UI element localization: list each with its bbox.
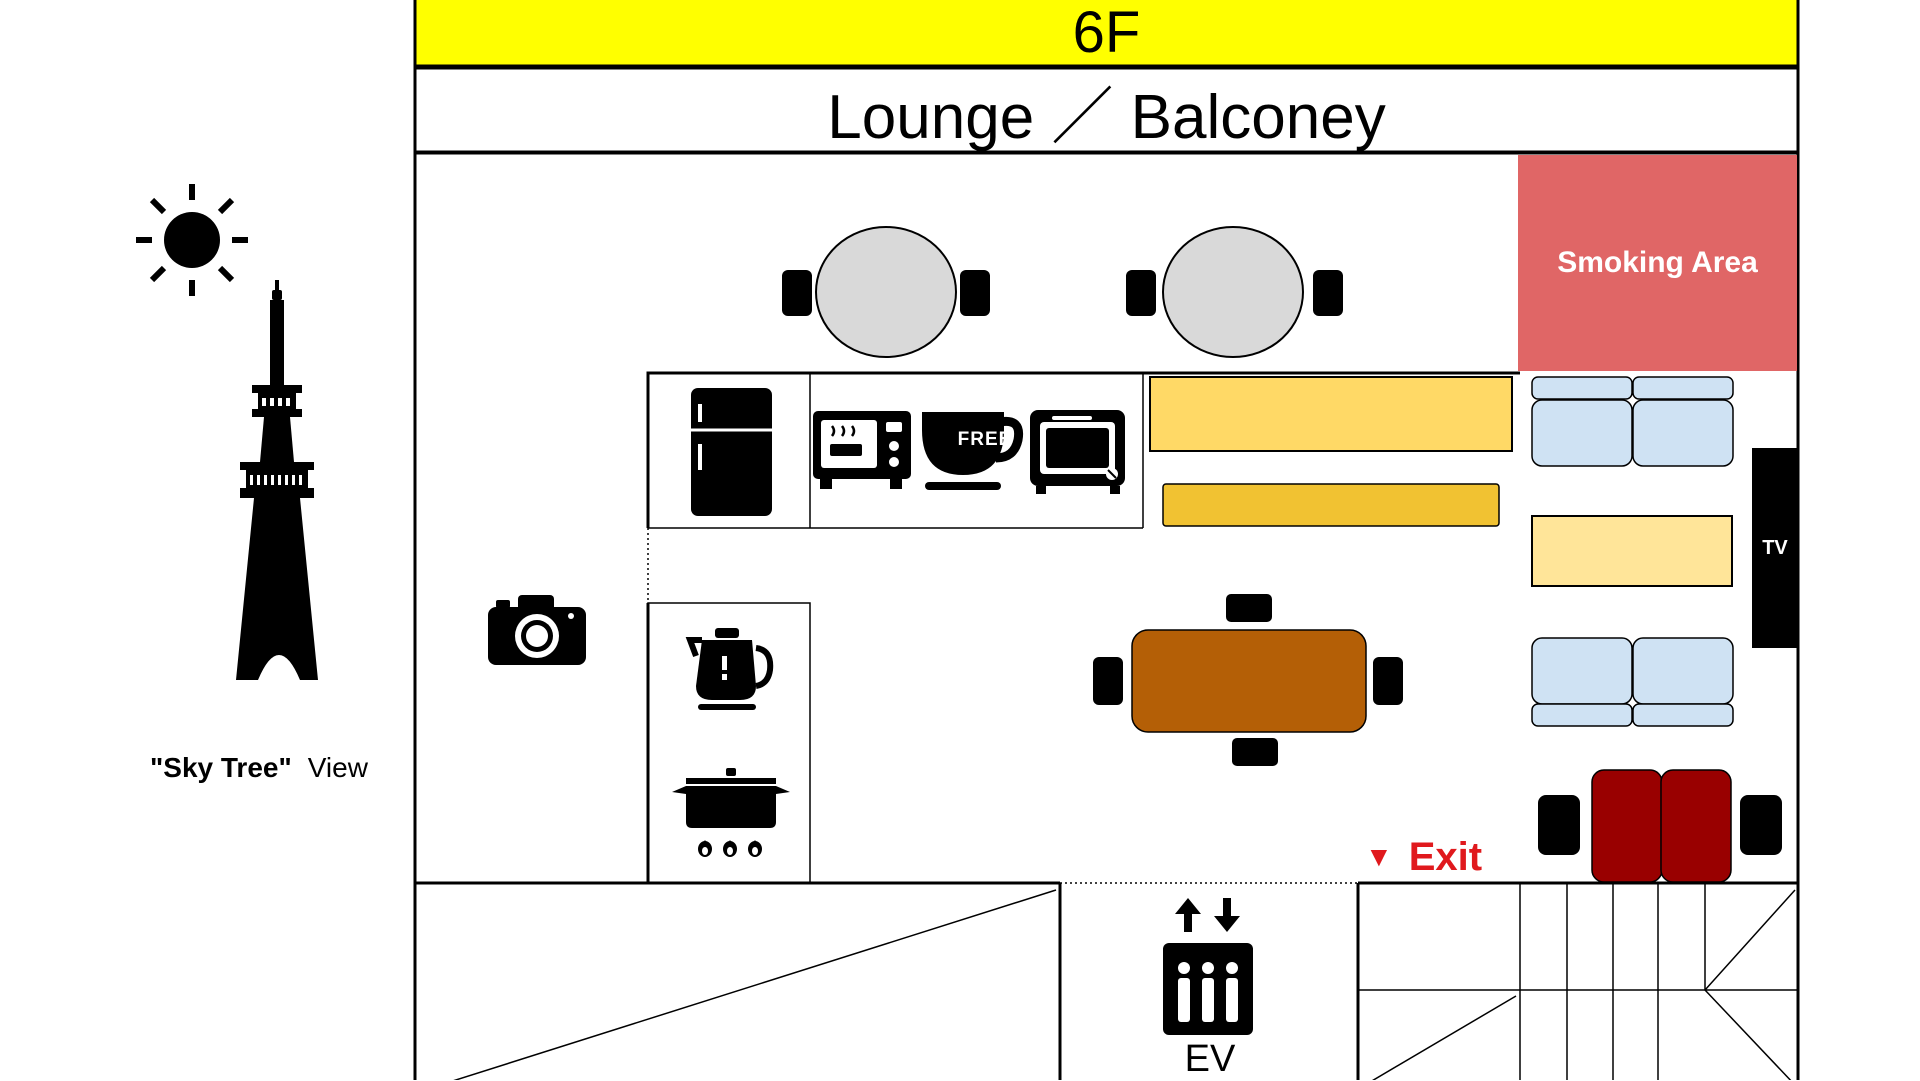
floor-banner (413, 0, 1800, 68)
chair (1373, 657, 1403, 705)
chair (1226, 594, 1272, 622)
exit-label: ▼ Exit (1365, 832, 1482, 882)
chair (960, 270, 990, 316)
sofa-bottom (1531, 637, 1734, 727)
landmark-name: "Sky Tree" (150, 752, 292, 783)
chair (1740, 795, 1782, 855)
dining-table (1093, 594, 1403, 766)
smoking-area-label: Smoking Area (1557, 246, 1758, 279)
smoking-area-zone (1518, 155, 1797, 371)
bench-top (1149, 376, 1513, 452)
chair (1093, 657, 1123, 705)
camera-icon (488, 595, 586, 665)
stair-landing-diagonal (1372, 995, 1517, 1080)
kettle-icon (685, 628, 774, 710)
round-table-2 (1126, 226, 1343, 358)
refrigerator-icon (691, 388, 772, 516)
exit-text: Exit (1408, 834, 1483, 879)
tv-label: TV (1762, 536, 1788, 559)
bench-bottom (1162, 483, 1500, 527)
sofa-top (1531, 376, 1734, 467)
chair (1126, 270, 1156, 316)
toaster-oven-icon (1030, 410, 1125, 494)
round-table-1 (782, 226, 990, 358)
floor-label: 6F (1072, 0, 1141, 65)
microwave-icon (813, 411, 911, 489)
coffee-cup-icon (922, 412, 1024, 490)
elevator-label: EV (1184, 1037, 1236, 1080)
storage-diagonal (453, 889, 1057, 1080)
chair (1313, 270, 1343, 316)
view-caption: "Sky Tree" View (150, 748, 368, 788)
sky-tree-icon (236, 280, 318, 680)
tv-screen (1752, 448, 1798, 648)
counter-outline (646, 371, 1520, 528)
chair (1232, 738, 1278, 766)
chair (782, 270, 812, 316)
sun-icon (136, 184, 248, 296)
area-title-box (413, 66, 1800, 154)
area-title: Lounge ／ Balconey (827, 83, 1386, 152)
red-sofa (1538, 769, 1782, 883)
bench-right (1531, 515, 1733, 587)
exit-arrow-icon: ▼ (1365, 841, 1393, 872)
staircase (1519, 883, 1798, 1080)
cooking-pot-icon (672, 768, 790, 857)
elevator-icon (1163, 898, 1253, 1035)
free-coffee-badge: FREE (957, 429, 1013, 450)
chair (1538, 795, 1580, 855)
view-suffix: View (307, 752, 368, 783)
